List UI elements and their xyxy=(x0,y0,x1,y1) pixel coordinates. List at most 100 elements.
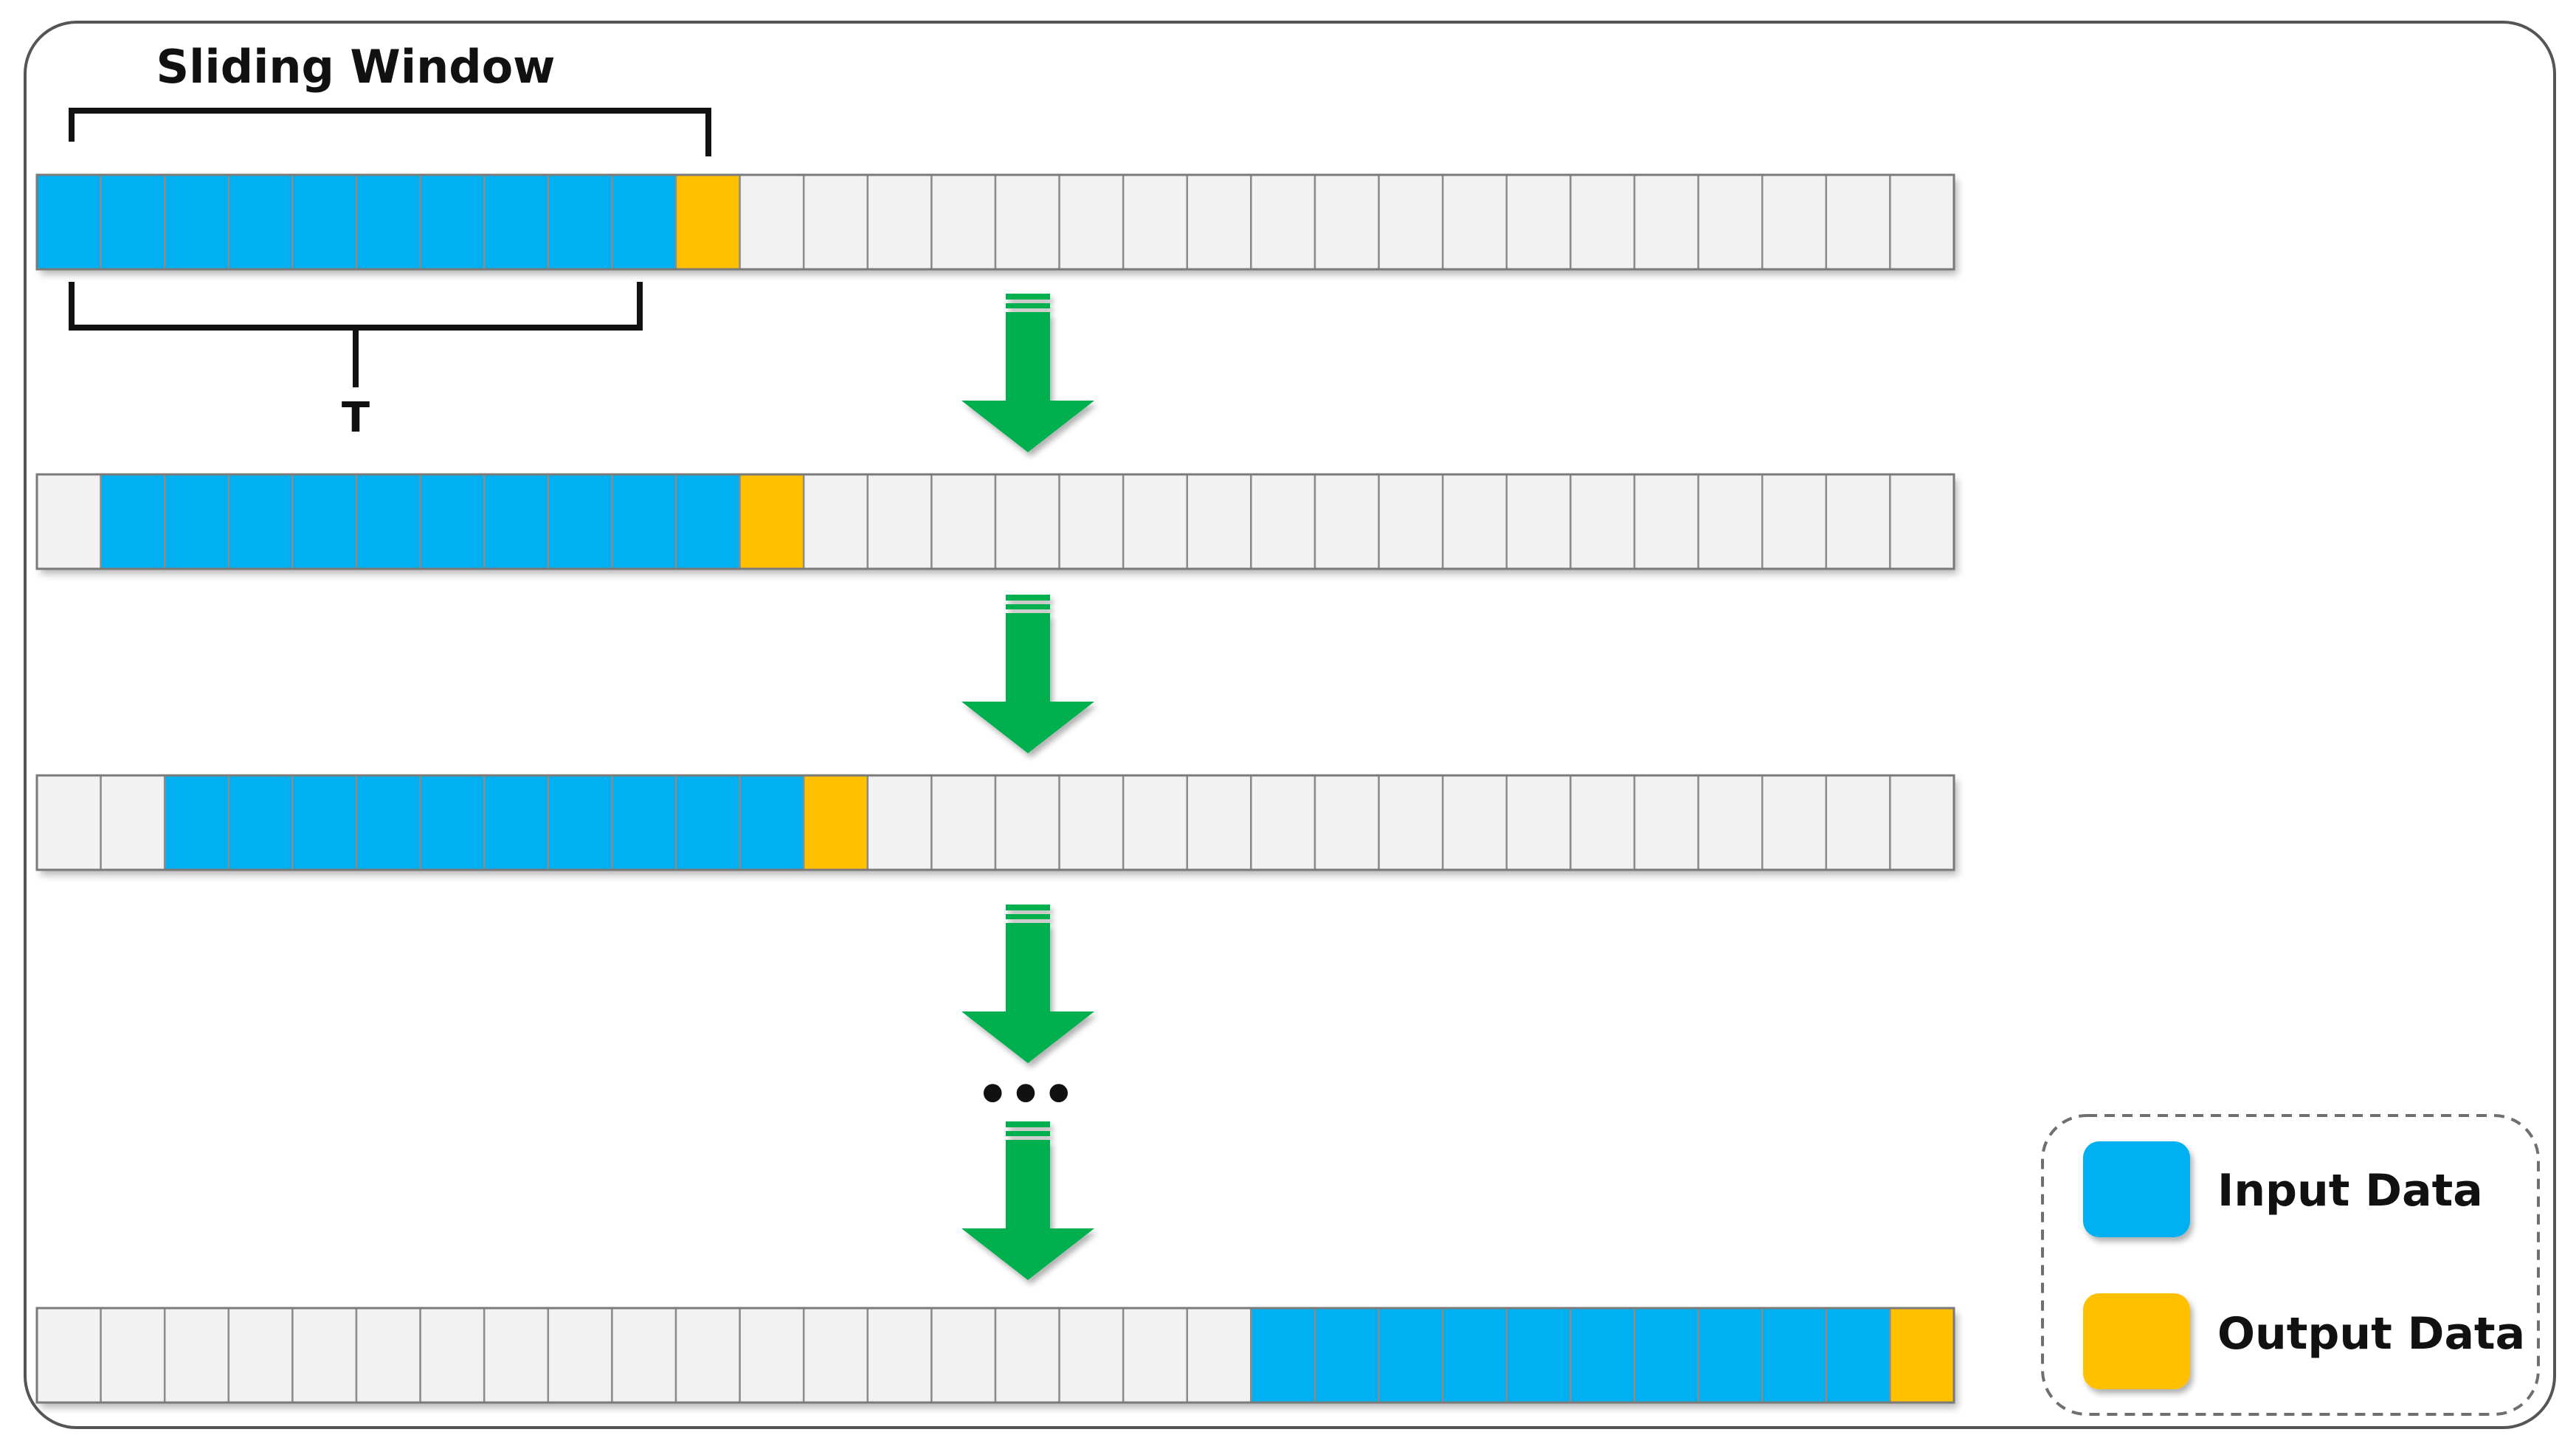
empty-cell xyxy=(1570,473,1636,570)
empty-cell xyxy=(930,1307,997,1404)
sequence-row xyxy=(35,1307,1955,1404)
input-cell xyxy=(291,173,358,271)
empty-cell xyxy=(1761,473,1828,570)
input-cell xyxy=(1697,1307,1764,1404)
input-data-label: Input Data xyxy=(2217,1165,2483,1217)
input-cell xyxy=(547,173,613,271)
empty-cell xyxy=(163,1307,230,1404)
input-cell xyxy=(419,774,486,871)
empty-cell xyxy=(1505,173,1572,271)
output-cell xyxy=(1889,1307,1955,1404)
empty-cell xyxy=(1250,774,1316,871)
input-cell xyxy=(1505,1307,1572,1404)
empty-cell xyxy=(1250,473,1316,570)
empty-cell xyxy=(802,173,869,271)
empty-cell xyxy=(1122,1307,1189,1404)
empty-cell xyxy=(674,1307,741,1404)
output-cell xyxy=(674,173,741,271)
empty-cell xyxy=(35,473,102,570)
empty-cell xyxy=(1505,473,1572,570)
input-cell xyxy=(355,173,421,271)
empty-cell xyxy=(419,1307,486,1404)
empty-cell xyxy=(1825,473,1891,570)
down-arrow-icon xyxy=(961,294,1094,452)
empty-cell xyxy=(1058,1307,1125,1404)
empty-cell xyxy=(1058,473,1125,570)
input-cell xyxy=(1761,1307,1828,1404)
input-cell xyxy=(547,774,613,871)
empty-cell xyxy=(1378,173,1444,271)
empty-cell xyxy=(1250,173,1316,271)
output-data-swatch xyxy=(2083,1293,2190,1389)
empty-cell xyxy=(994,473,1060,570)
input-cell xyxy=(291,473,358,570)
empty-cell xyxy=(355,1307,421,1404)
input-cell xyxy=(1313,1307,1380,1404)
empty-cell xyxy=(35,1307,102,1404)
empty-cell xyxy=(1186,473,1252,570)
input-cell xyxy=(739,774,805,871)
input-cell xyxy=(1250,1307,1316,1404)
empty-cell xyxy=(1313,473,1380,570)
empty-cell xyxy=(1378,774,1444,871)
input-cell xyxy=(483,173,550,271)
sequence-row xyxy=(35,774,1955,871)
input-cell xyxy=(163,173,230,271)
input-cell xyxy=(611,173,677,271)
input-cell xyxy=(163,473,230,570)
empty-cell xyxy=(35,774,102,871)
empty-cell xyxy=(930,774,997,871)
ellipsis-label: ••• xyxy=(976,1065,1075,1125)
empty-cell xyxy=(1378,473,1444,570)
empty-cell xyxy=(611,1307,677,1404)
empty-cell xyxy=(866,473,933,570)
input-cell xyxy=(1825,1307,1891,1404)
input-cell xyxy=(419,473,486,570)
empty-cell xyxy=(1761,774,1828,871)
empty-cell xyxy=(866,774,933,871)
empty-cell xyxy=(930,473,997,570)
input-cell xyxy=(483,473,550,570)
t-brace xyxy=(69,282,643,387)
empty-cell xyxy=(1441,473,1508,570)
empty-cell xyxy=(1697,774,1764,871)
empty-cell xyxy=(1058,774,1125,871)
input-cell xyxy=(100,173,166,271)
input-data-swatch xyxy=(2083,1141,2190,1237)
empty-cell xyxy=(1122,774,1189,871)
empty-cell xyxy=(1570,774,1636,871)
input-cell xyxy=(483,774,550,871)
empty-cell xyxy=(1186,173,1252,271)
empty-cell xyxy=(1058,173,1125,271)
empty-cell xyxy=(1313,173,1380,271)
empty-cell xyxy=(1505,774,1572,871)
input-cell xyxy=(674,774,741,871)
empty-cell xyxy=(802,473,869,570)
input-cell xyxy=(35,173,102,271)
t-label: T xyxy=(342,394,370,442)
empty-cell xyxy=(227,1307,294,1404)
empty-cell xyxy=(1761,173,1828,271)
sequence-row xyxy=(35,173,1955,271)
input-cell xyxy=(227,173,294,271)
output-cell xyxy=(802,774,869,871)
sequence-bar-border xyxy=(35,774,1955,871)
input-cell xyxy=(291,774,358,871)
empty-cell xyxy=(1825,774,1891,871)
input-cell xyxy=(1378,1307,1444,1404)
empty-cell xyxy=(994,173,1060,271)
empty-cell xyxy=(994,774,1060,871)
empty-cell xyxy=(739,173,805,271)
down-arrow-icon xyxy=(961,905,1094,1063)
empty-cell xyxy=(1441,774,1508,871)
input-cell xyxy=(100,473,166,570)
empty-cell xyxy=(1441,173,1508,271)
empty-cell xyxy=(100,774,166,871)
empty-cell xyxy=(1122,473,1189,570)
input-cell xyxy=(611,774,677,871)
sliding-window-label: Sliding Window xyxy=(156,40,556,94)
empty-cell xyxy=(547,1307,613,1404)
empty-cell xyxy=(100,1307,166,1404)
input-cell xyxy=(1633,1307,1699,1404)
